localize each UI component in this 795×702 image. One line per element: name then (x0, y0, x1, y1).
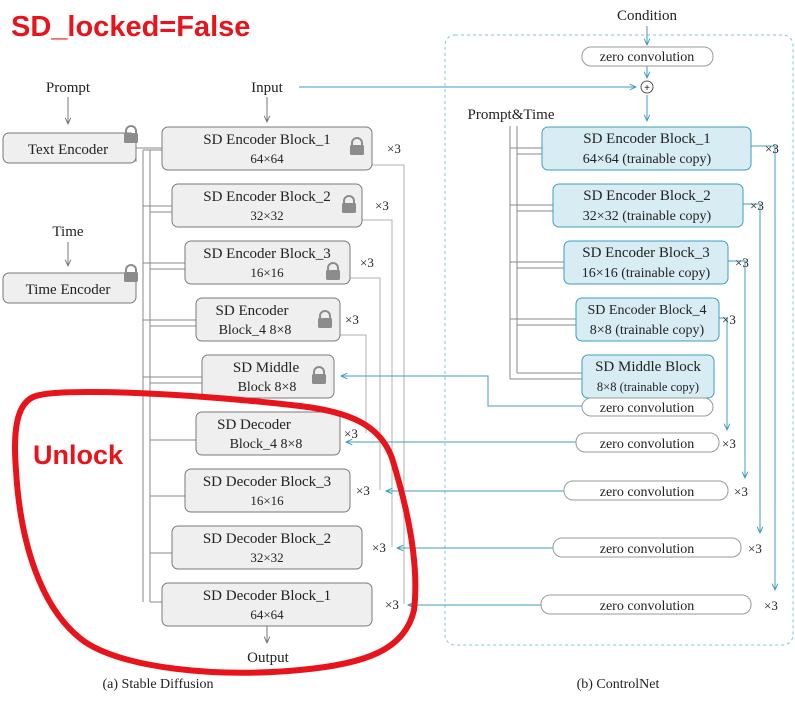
cn-middle-block: SD Middle Block 8×8 (trainable copy) (581, 354, 715, 399)
repeat-label: ×3 (345, 312, 359, 327)
cn-encoder-3-size: 16×16 (trainable copy) (582, 266, 711, 281)
text-encoder-label: Text Encoder (28, 142, 108, 158)
output-label: Output (247, 650, 290, 666)
sd-decoder-2-title: SD Decoder Block_2 (203, 531, 331, 547)
repeat-label: ×3 (372, 540, 386, 555)
sd-decoder-block-2: SD Decoder Block_2 32×32 (171, 525, 363, 570)
sd-decoder-1-title: SD Decoder Block_1 (203, 588, 331, 604)
zero-conv-label: zero convolution (600, 599, 694, 614)
lock-icon (124, 264, 138, 282)
repeat-label: ×3 (360, 255, 374, 270)
sd-decoder-3-title: SD Decoder Block_3 (203, 474, 331, 490)
sd-decoder-3-size: 16×16 (250, 493, 284, 508)
repeat-label: ×3 (750, 198, 764, 213)
plus-symbol: + (644, 83, 650, 94)
prompt-label: Prompt (46, 80, 91, 96)
repeat-label: ×3 (356, 483, 370, 498)
unlock-annotation: Unlock (33, 440, 124, 470)
sd-encoder-4-title: SD Encoder (216, 303, 289, 319)
time-encoder-block: Time Encoder (2, 272, 137, 304)
zero-conv-decoder-3: zero convolution (563, 480, 729, 501)
sd-middle-title: SD Middle (233, 360, 300, 376)
input-label: Input (251, 80, 283, 96)
cn-encoder-1-size: 64×64 (trainable copy) (583, 152, 712, 167)
zero-conv-input: zero convolution (581, 46, 714, 67)
zero-conv-decoder-1: zero convolution (540, 594, 752, 615)
controlnet-container (444, 34, 794, 646)
sd-encoder-3-size: 16×16 (250, 265, 284, 280)
sd-encoder-block-1: SD Encoder Block_1 64×64 (161, 126, 373, 171)
repeat-label: ×3 (748, 541, 762, 556)
zero-conv-label: zero convolution (600, 485, 694, 500)
zero-conv-decoder-2: zero convolution (552, 537, 742, 558)
sd-encoder-3-title: SD Encoder Block_3 (203, 246, 330, 262)
sd-encoder-2-title: SD Encoder Block_2 (203, 189, 330, 205)
repeat-label: ×3 (344, 426, 358, 441)
cn-middle-size: 8×8 (trainable copy) (597, 380, 699, 394)
sd-encoder-block-4: SD Encoder Block_4 8×8 (195, 297, 341, 342)
lock-icon (350, 137, 364, 155)
sd-encoder-4-size: Block_4 8×8 (219, 323, 292, 338)
cn-encoder-2-size: 32×32 (trainable copy) (583, 209, 712, 224)
repeat-label: ×3 (765, 141, 779, 156)
lock-icon (312, 366, 326, 384)
lock-icon (326, 262, 340, 280)
cn-encoder-block-1: SD Encoder Block_1 64×64 (trainable copy… (541, 126, 752, 171)
repeat-label: ×3 (734, 484, 748, 499)
sd-decoder-2-size: 32×32 (250, 550, 283, 565)
cn-encoder-2-title: SD Encoder Block_2 (583, 188, 710, 204)
controlnet-caption: (b) ControlNet (577, 677, 660, 692)
sd-decoder-4-title: SD Decoder (217, 417, 291, 433)
sd-encoder-1-size: 64×64 (250, 151, 284, 166)
sd-middle-block: SD Middle Block 8×8 (201, 354, 335, 399)
time-label: Time (52, 224, 83, 240)
sd-caption: (a) Stable Diffusion (103, 677, 214, 692)
repeat-label: ×3 (735, 255, 749, 270)
sd-decoder-block-3: SD Decoder Block_3 16×16 (184, 468, 351, 513)
add-node: + (640, 80, 654, 94)
time-encoder-label: Time Encoder (26, 282, 111, 298)
sd-encoder-block-3: SD Encoder Block_3 16×16 (184, 240, 351, 285)
cn-encoder-block-2: SD Encoder Block_2 32×32 (trainable copy… (552, 183, 744, 228)
cn-encoder-4-size: 8×8 (trainable copy) (590, 323, 705, 338)
prompt-time-label: Prompt&Time (468, 107, 555, 123)
sd-decoder-block-4: SD Decoder Block_4 8×8 (195, 411, 341, 456)
cn-encoder-block-4: SD Encoder Block_4 8×8 (trainable copy) (575, 297, 720, 342)
cn-encoder-4-title: SD Encoder Block_4 (588, 303, 707, 318)
cn-middle-title: SD Middle Block (595, 359, 701, 375)
cn-encoder-block-3: SD Encoder Block_3 16×16 (trainable copy… (563, 240, 729, 285)
text-encoder-block: Text Encoder (2, 132, 137, 164)
zero-conv-label: zero convolution (600, 401, 694, 416)
lock-icon (318, 310, 332, 328)
cn-encoder-3-title: SD Encoder Block_3 (582, 245, 709, 261)
lock-icon (124, 125, 138, 143)
condition-label: Condition (617, 8, 678, 24)
diagram-title: SD_locked=False (11, 11, 250, 43)
sd-encoder-1-title: SD Encoder Block_1 (203, 132, 330, 148)
zero-conv-middle: zero convolution (581, 397, 714, 417)
repeat-label: ×3 (722, 436, 736, 451)
sd-decoder-4-size: Block_4 8×8 (230, 437, 303, 452)
sd-middle-size: Block 8×8 (238, 380, 297, 395)
repeat-label: ×3 (722, 312, 736, 327)
repeat-label: ×3 (375, 198, 389, 213)
unlock-highlight-loop (12, 388, 419, 676)
repeat-label: ×3 (764, 598, 778, 613)
sd-encoder-2-size: 32×32 (250, 208, 283, 223)
repeat-label: ×3 (385, 597, 399, 612)
repeat-label: ×3 (387, 141, 401, 156)
zero-conv-label: zero convolution (600, 50, 694, 65)
zero-conv-label: zero convolution (600, 542, 694, 557)
zero-conv-label: zero convolution (600, 437, 694, 452)
cn-encoder-1-title: SD Encoder Block_1 (583, 131, 710, 147)
lock-icon (342, 195, 356, 213)
sd-decoder-block-1: SD Decoder Block_1 64×64 (161, 582, 373, 627)
sd-encoder-block-2: SD Encoder Block_2 32×32 (171, 183, 363, 228)
sd-decoder-1-size: 64×64 (250, 607, 284, 622)
zero-conv-decoder-4: zero convolution (575, 432, 720, 453)
